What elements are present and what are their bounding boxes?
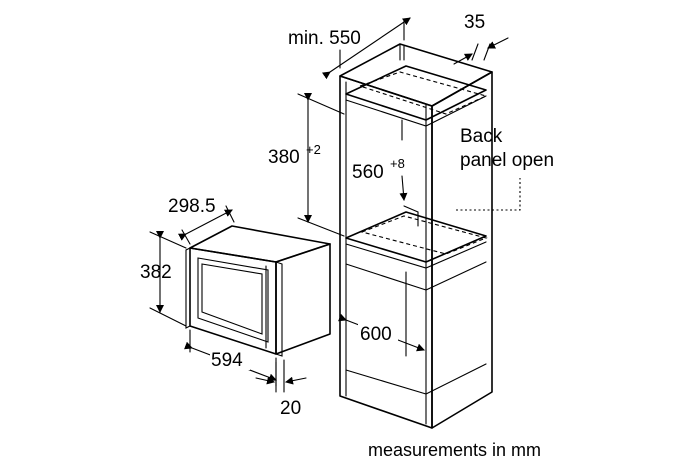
plinth-top xyxy=(345,369,427,395)
plinth-side xyxy=(425,363,487,395)
label-560: 560 xyxy=(352,162,384,183)
dim-niche-depth: 560 +8 xyxy=(352,119,408,201)
label-380-tolerance: +2 xyxy=(306,142,321,157)
upper-shelf xyxy=(345,65,487,121)
label-35: 35 xyxy=(464,12,485,33)
door-window xyxy=(197,257,269,343)
label-380: 380 xyxy=(268,147,300,168)
dim-appliance-depth: 298.5 xyxy=(168,196,235,245)
dim-cabinet-width: min. 550 xyxy=(288,17,411,80)
back-panel-notch xyxy=(403,205,419,227)
dim-front-depth: 20 xyxy=(255,359,307,419)
upper-shelf-edge xyxy=(345,95,487,127)
built-in-appliance xyxy=(185,225,331,357)
lower-shelf-side xyxy=(425,261,487,291)
dim-appliance-width: 594 xyxy=(184,329,277,387)
label-min-550: min. 550 xyxy=(288,28,361,49)
units-note: measurements in mm xyxy=(368,440,541,460)
label-600: 600 xyxy=(360,324,392,345)
callout-line-1: Back xyxy=(460,126,503,147)
lower-shelf-front xyxy=(345,263,427,291)
front-trim-left xyxy=(185,247,191,329)
niche-shelf-edge xyxy=(345,241,487,269)
niche-shelf xyxy=(345,211,487,263)
appliance-side xyxy=(275,243,331,355)
label-594: 594 xyxy=(211,350,243,371)
callout-line-2: panel open xyxy=(460,150,554,171)
appliance-top xyxy=(189,225,331,263)
dim-appliance-height: 382 xyxy=(140,231,187,327)
cabinet-side xyxy=(431,71,493,429)
callout-back-panel: Back panel open xyxy=(456,126,554,211)
callout-leader xyxy=(456,178,521,211)
label-382: 382 xyxy=(140,262,172,283)
door-window-inner xyxy=(201,263,263,335)
front-trim xyxy=(275,261,283,357)
cabinet-top xyxy=(339,43,493,107)
dim-rear-gap: 35 xyxy=(453,12,509,65)
dim-niche-width: 600 xyxy=(338,313,425,352)
tall-cabinet xyxy=(339,43,493,429)
cabinet-front-face xyxy=(339,75,433,429)
dim-niche-height: 380 +2 xyxy=(268,93,345,237)
label-298-5: 298.5 xyxy=(168,196,216,217)
niche-opening-dashed xyxy=(360,215,488,255)
label-560-tolerance: +8 xyxy=(390,156,405,171)
label-20: 20 xyxy=(280,398,301,419)
